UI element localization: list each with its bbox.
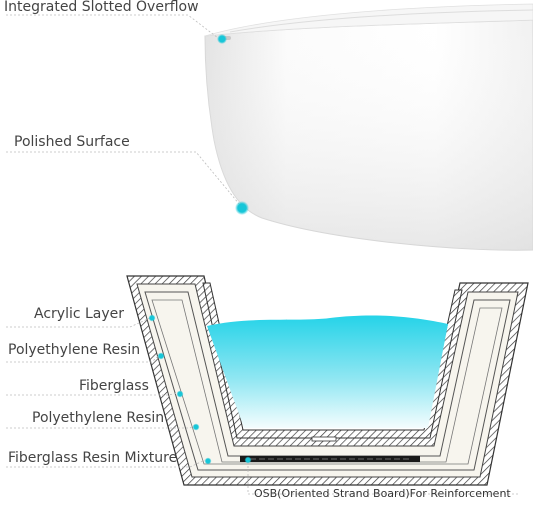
layer-label-mixture: Fiberglass Resin Mixture <box>8 450 178 466</box>
layer-label-polyethylene-1: Polyethylene Resin <box>8 342 141 358</box>
osb-label: OSB(Oriented Strand Board)For Reinforcem… <box>254 487 511 500</box>
layer-label-acrylic: Acrylic Layer <box>34 306 125 322</box>
overflow-dot <box>217 34 227 44</box>
layer-label-fiberglass: Fiberglass <box>79 378 149 394</box>
resin-dot-1 <box>157 352 165 360</box>
fiberglass-dot <box>176 390 184 398</box>
layer-label-polyethylene-2: Polyethylene Resin <box>32 410 165 426</box>
mixture-dot <box>204 457 212 465</box>
acrylic-dot <box>148 314 156 322</box>
surface-dot <box>235 201 249 215</box>
callout-dots <box>148 34 252 465</box>
overflow-label: Integrated Slotted Overflow <box>4 0 199 15</box>
resin-dot-2 <box>192 423 200 431</box>
osb-dot <box>244 456 252 464</box>
surface-label: Polished Surface <box>14 134 130 150</box>
bathtub-exterior <box>204 3 533 251</box>
water <box>207 315 448 428</box>
leader-lines <box>6 14 520 495</box>
osb-board <box>240 456 420 462</box>
cross-section <box>126 275 529 486</box>
